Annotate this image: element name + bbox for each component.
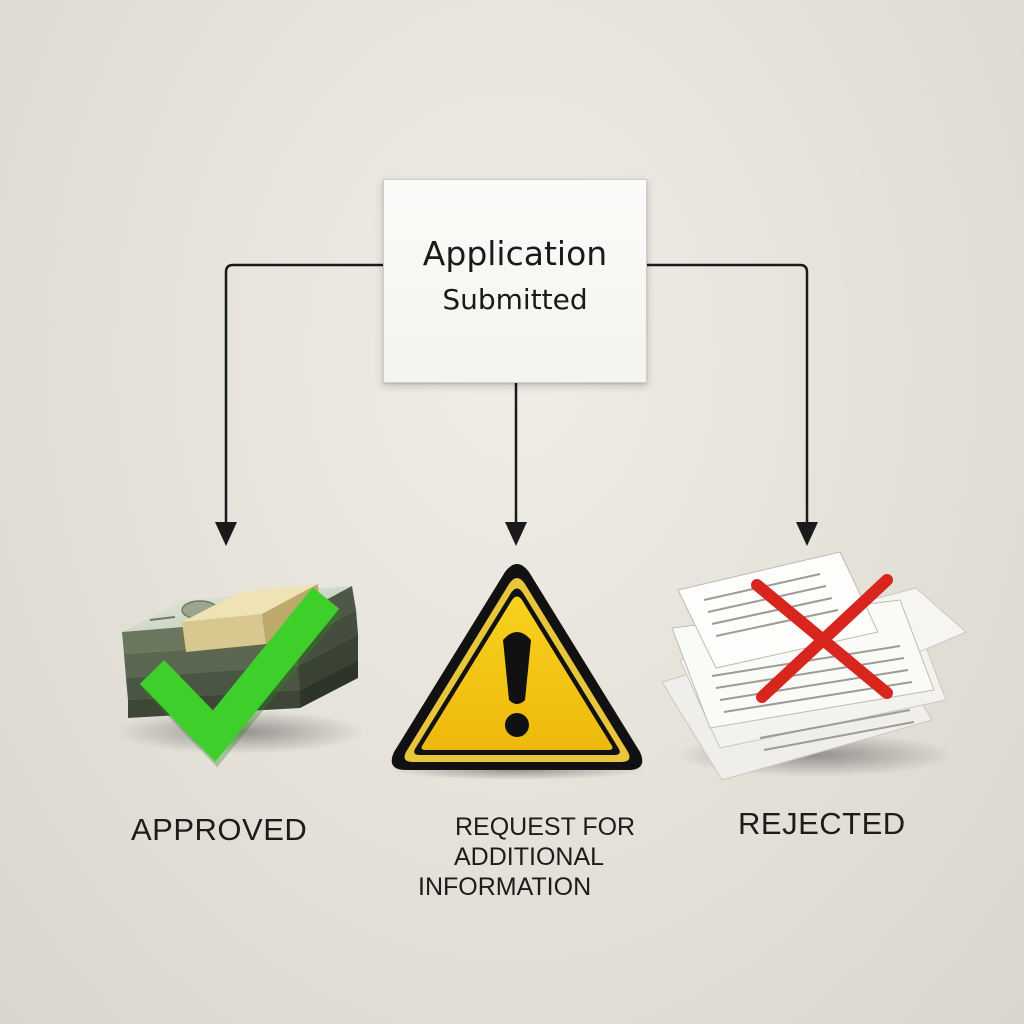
application-submitted-box: Application Submitted bbox=[383, 179, 647, 383]
start-box-line2: Submitted bbox=[442, 283, 588, 316]
request-info-label: REQUEST FOR ADDITIONAL INFORMATION bbox=[418, 812, 635, 902]
start-box-line1: Application bbox=[422, 234, 608, 273]
arrowhead-left bbox=[215, 522, 237, 546]
arrowhead-right bbox=[796, 522, 818, 546]
request-label-line3: INFORMATION bbox=[418, 873, 592, 901]
rejected-label: REJECTED bbox=[738, 806, 906, 841]
documents-cross-icon bbox=[661, 551, 967, 781]
approved-label: APPROVED bbox=[131, 812, 308, 847]
warning-triangle-icon bbox=[387, 564, 647, 780]
money-stack-checkmark-icon bbox=[115, 584, 365, 768]
request-label-line2: ADDITIONAL bbox=[454, 843, 605, 871]
connector-right bbox=[647, 263, 809, 530]
arrowhead-middle bbox=[505, 522, 527, 546]
connector-left bbox=[224, 263, 383, 530]
request-label-line1: REQUEST FOR bbox=[455, 813, 636, 841]
